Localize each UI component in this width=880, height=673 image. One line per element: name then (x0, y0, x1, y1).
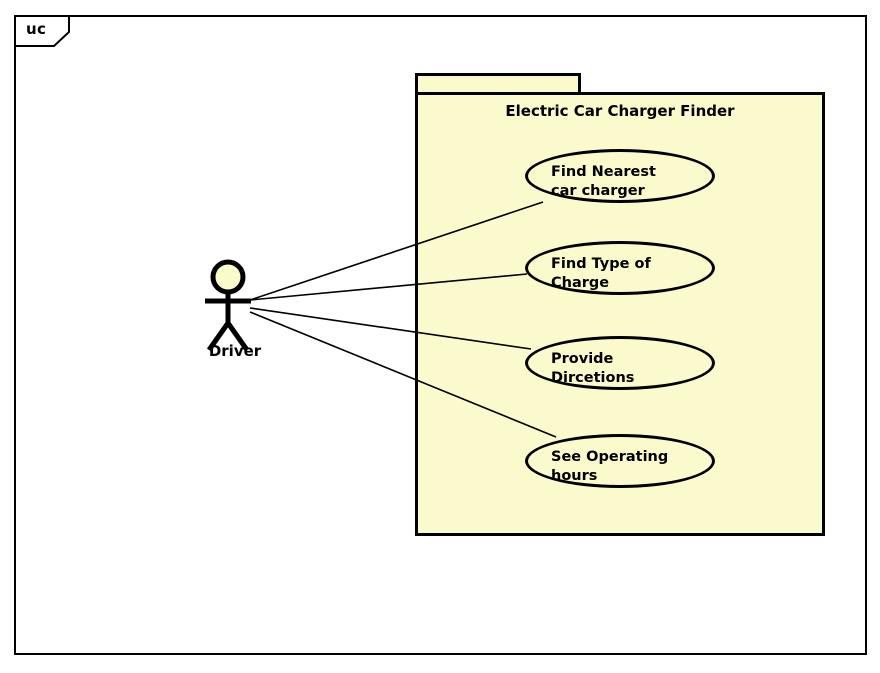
actor-driver[interactable] (190, 255, 280, 365)
use-case-label-2: Find Type of Charge (551, 256, 651, 291)
diagram-frame (14, 15, 867, 655)
package-title: Electric Car Charger Finder (505, 102, 735, 120)
diagram-frame-label: uc (26, 20, 47, 38)
use-case-ellipse-1[interactable] (525, 149, 715, 203)
use-case-label-3: Provide Dircetions (551, 351, 635, 386)
package-tab (415, 73, 581, 94)
diagram-frame-tab (14, 15, 70, 47)
actor-left-leg-line (206, 321, 231, 352)
use-case-label-4: See Operating hours (551, 449, 669, 484)
use-case-ellipse-3[interactable] (525, 336, 715, 390)
use-case-ellipse-2[interactable] (525, 241, 715, 295)
use-case-ellipse-4[interactable] (525, 434, 715, 488)
actor-right-leg-line (225, 321, 250, 352)
actor-label-driver: Driver (208, 342, 262, 360)
actor-head-icon (210, 259, 246, 295)
use-case-label-1: Find Nearest car charger (551, 164, 656, 199)
